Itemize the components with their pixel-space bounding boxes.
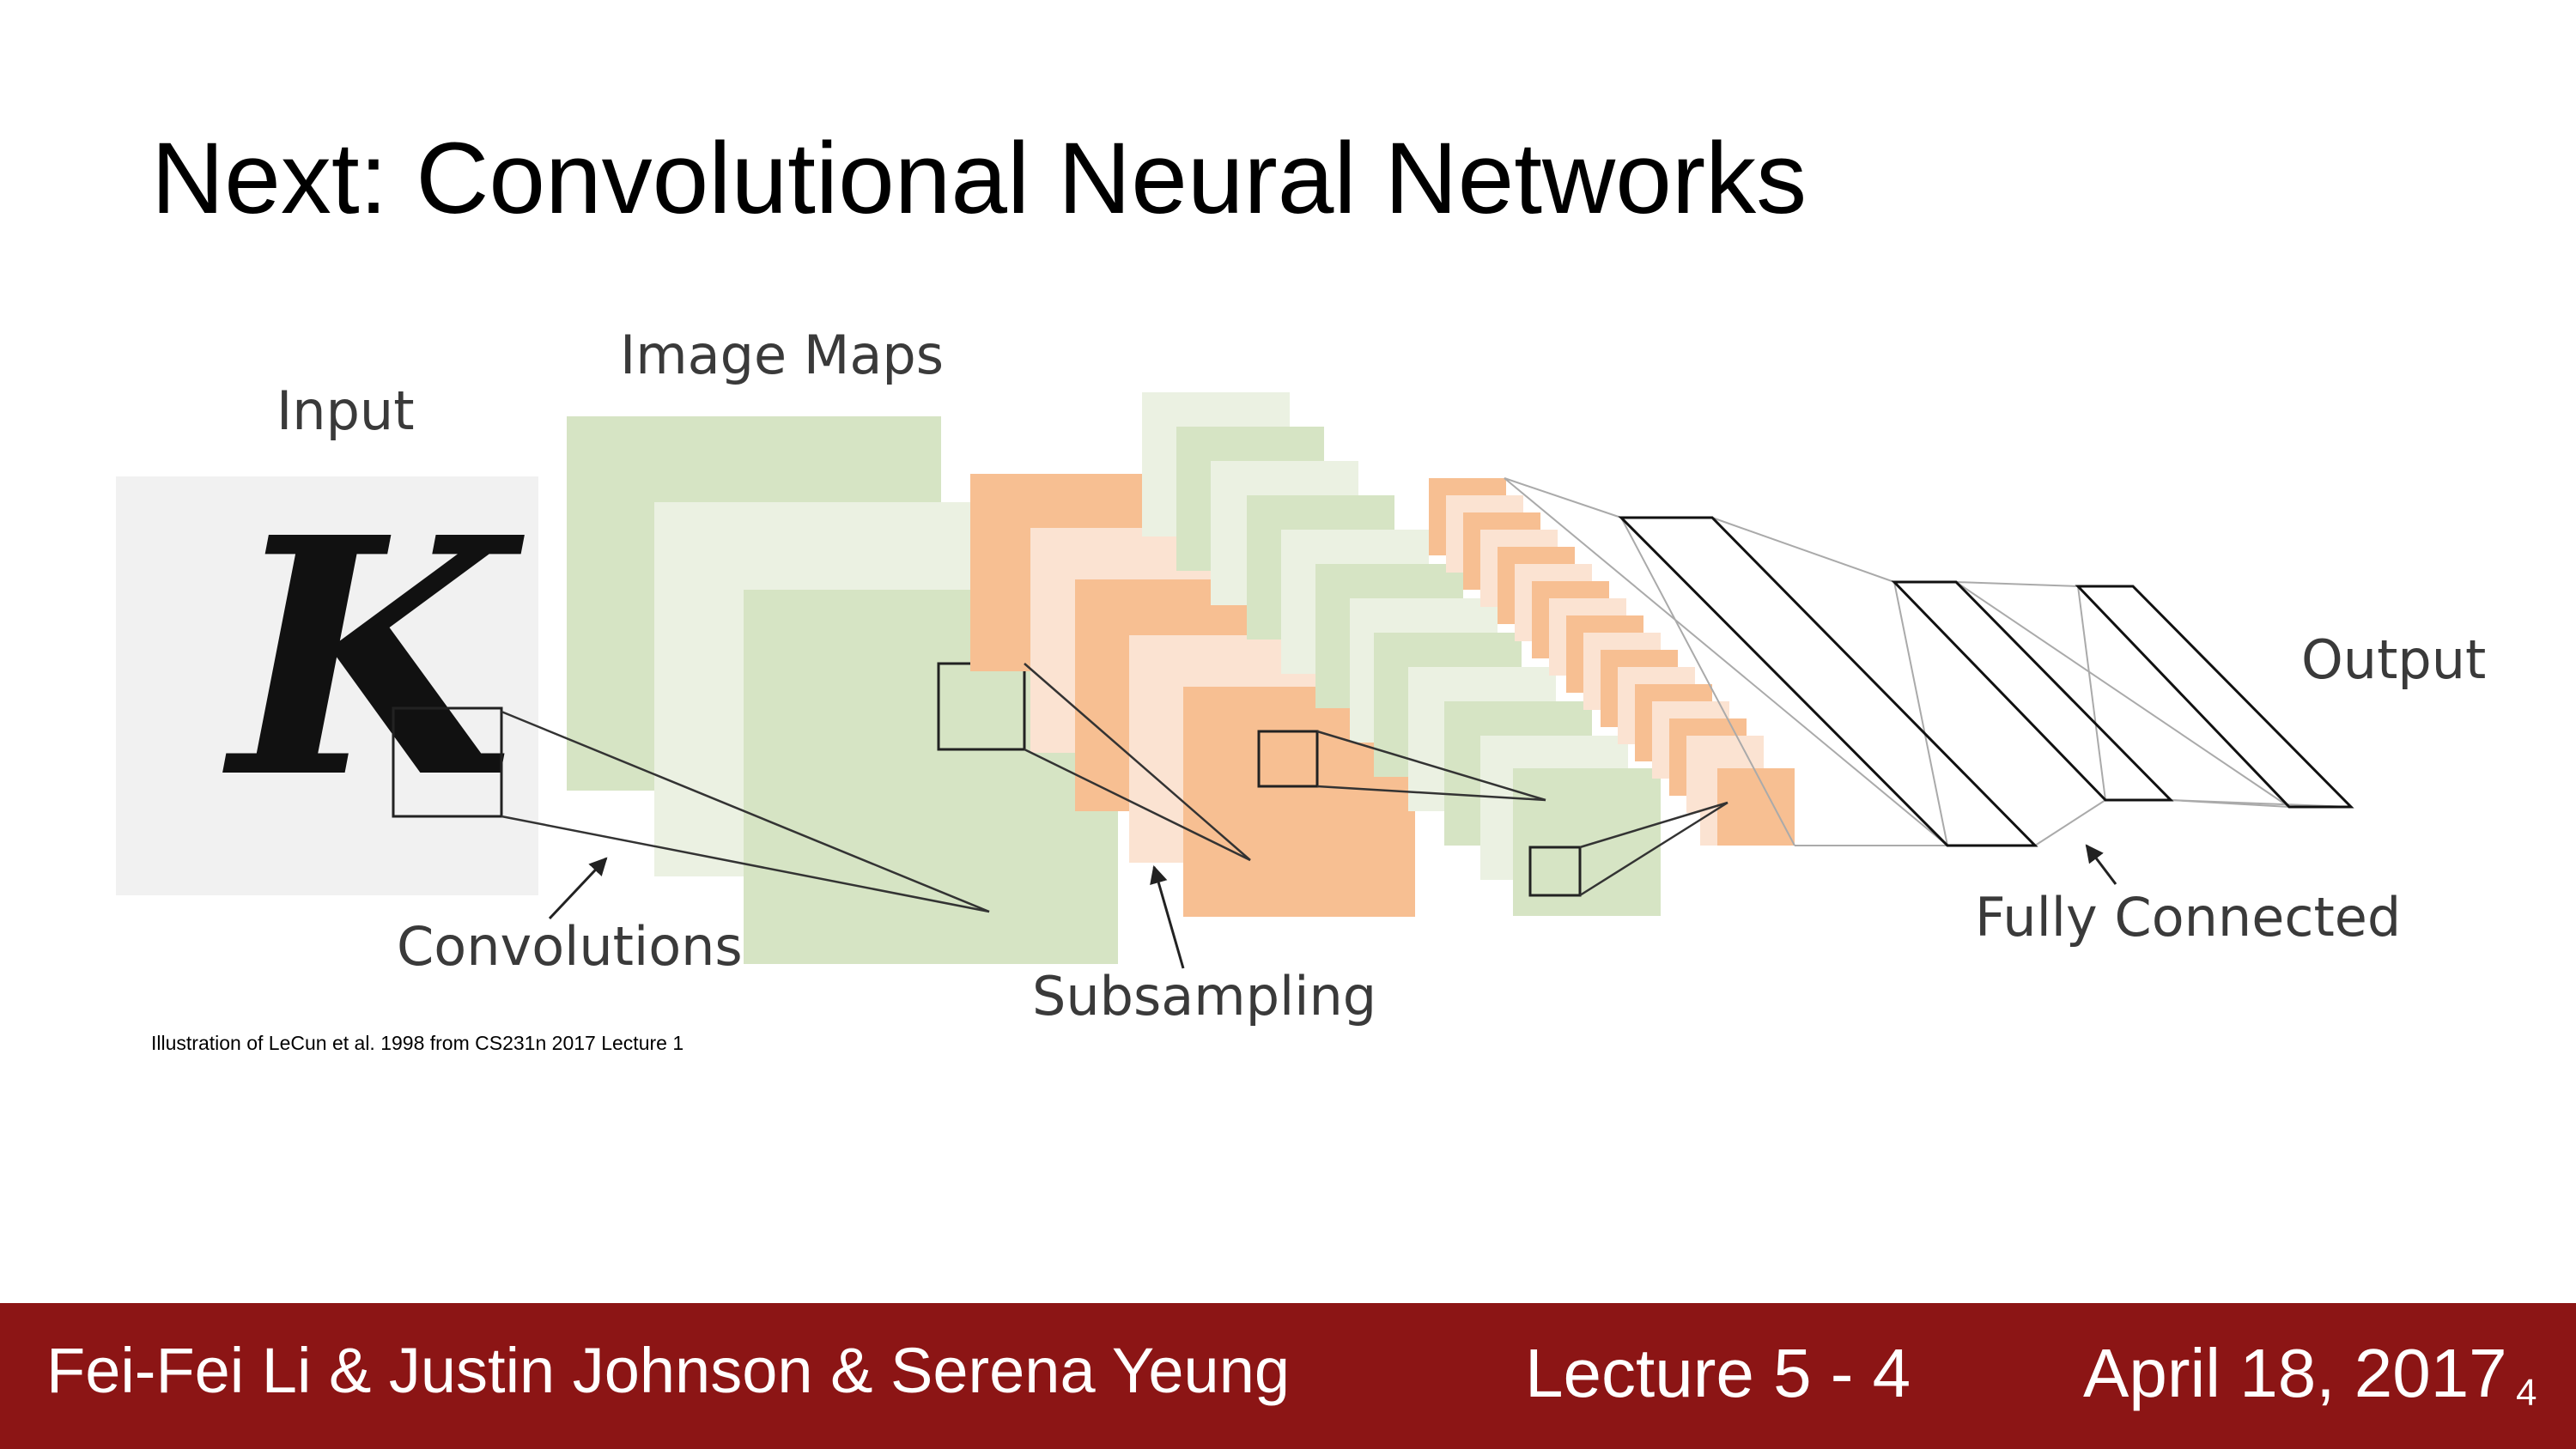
slide-title: Next: Convolutional Neural Networks	[151, 122, 1807, 235]
input-letter: K	[220, 466, 526, 850]
label-input: Input	[276, 379, 415, 442]
fc-layer-2	[1891, 580, 2174, 802]
c3-receptive-field	[1528, 846, 1582, 897]
slide-footer: Fei-Fei Li & Justin Johnson & Serena Yeu…	[0, 1303, 2576, 1449]
input-image	[116, 476, 538, 895]
footer-authors: Fei-Fei Li & Justin Johnson & Serena Yeu…	[46, 1335, 1291, 1406]
input-receptive-field	[392, 706, 503, 818]
subsample-receptive-field	[1257, 730, 1319, 788]
page-number: 4	[2516, 1372, 2537, 1414]
subsample-stack-s4	[1429, 478, 1795, 846]
label-image-maps: Image Maps	[620, 324, 944, 386]
arrow-convolutions	[548, 857, 608, 920]
footer-lecture: Lecture 5 - 4	[1525, 1335, 1911, 1411]
arrow-fully-connected	[2085, 844, 2117, 885]
label-convolutions: Convolutions	[397, 915, 743, 978]
conv-stack-c3	[1142, 392, 1661, 916]
footer-date: April 18, 2017	[2083, 1335, 2507, 1411]
projection-lines	[501, 663, 1728, 913]
image-caption: Illustration of LeCun et al. 1998 from C…	[151, 1032, 684, 1054]
label-subsampling: Subsampling	[1032, 965, 1376, 1028]
arrow-subsampling	[1150, 864, 1185, 969]
label-fully-connected: Fully Connected	[1975, 886, 2401, 949]
fc-layer-1	[1618, 516, 2038, 847]
label-output: Output	[2301, 628, 2486, 691]
output-layer	[2075, 585, 2354, 809]
feature-map	[1513, 768, 1661, 916]
subsample-map	[1717, 768, 1795, 846]
